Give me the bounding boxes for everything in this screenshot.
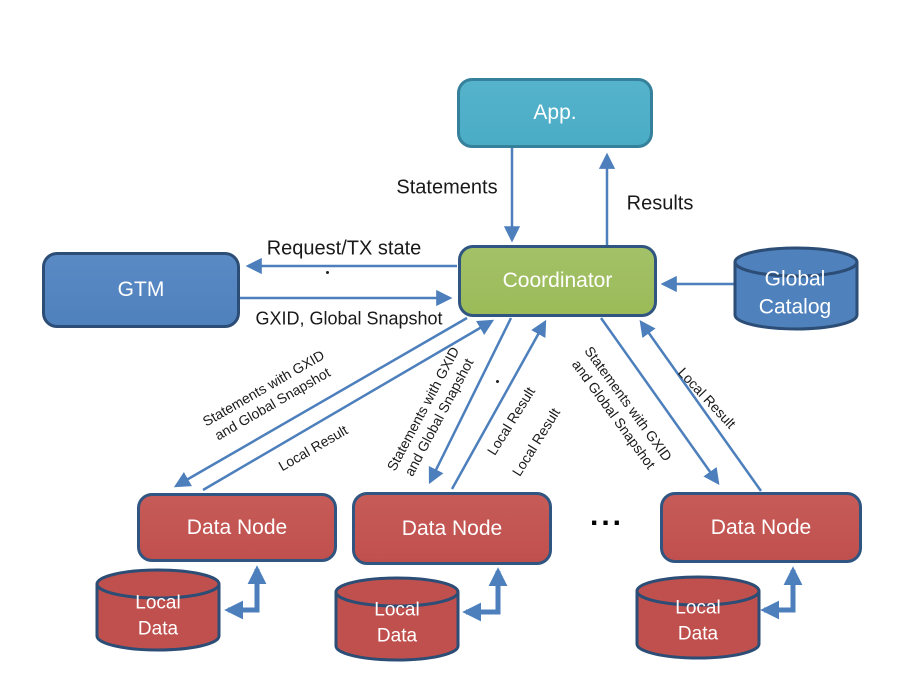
data-node-2-label: Data Node	[401, 516, 503, 540]
edge-label-results: Results	[626, 192, 694, 215]
local-data-line2: Data	[137, 618, 179, 639]
local-data-line2: Data	[677, 623, 719, 644]
arrow-local-result-node2	[450, 319, 547, 490]
node-data-node-3: Data Node	[660, 492, 862, 563]
local-data-1-label: Local Data	[135, 590, 180, 641]
local-data-line1: Local	[675, 597, 721, 619]
local-data-cylinder-1	[95, 568, 221, 652]
arrow-local-result-node3	[639, 320, 763, 492]
arrow-statements-node1	[173, 316, 468, 488]
node-gtm-label: GTM	[117, 278, 165, 301]
stray-dot-1	[326, 271, 329, 274]
arrow-node2-local-data	[462, 567, 508, 622]
data-node-3-label: Data Node	[710, 515, 812, 539]
node-data-node-2: Data Node	[352, 492, 552, 565]
edge-label-request-tx-state: Request/TX state	[266, 237, 422, 260]
arrow-node1-local-data	[224, 565, 267, 620]
global-catalog-line2: Catalog	[758, 296, 832, 319]
arrow-local-result-node1	[202, 319, 495, 492]
arrow-statements-node2	[428, 317, 513, 485]
local-data-cylinder-2	[334, 576, 460, 662]
edge-label-gxid-global-snapshot: GXID, Global Snapshot	[255, 308, 443, 329]
arrow-statements-node3	[599, 317, 720, 485]
global-catalog-cylinder	[733, 246, 859, 331]
node-gtm: GTM	[42, 252, 240, 328]
data-nodes-ellipsis: ...	[589, 499, 625, 532]
edge-label-statements: Statements	[396, 176, 498, 199]
data-node-1-label: Data Node	[186, 515, 288, 539]
local-data-line2: Data	[376, 625, 418, 646]
local-data-2-label: Local Data	[374, 597, 419, 648]
global-catalog-label: Global Catalog	[759, 266, 831, 323]
local-data-line1: Local	[135, 592, 181, 614]
node-coordinator-label: Coordinator	[502, 269, 613, 292]
local-data-line1: Local	[374, 599, 420, 621]
node-coordinator: Coordinator	[458, 245, 657, 317]
node-app: App.	[457, 78, 653, 148]
local-data-3-label: Local Data	[675, 595, 720, 646]
stray-dot-2	[496, 380, 499, 383]
node-data-node-1: Data Node	[137, 493, 337, 562]
global-catalog-line1: Global	[764, 267, 826, 291]
arrow-node3-local-data	[760, 566, 803, 620]
local-data-cylinder-3	[635, 575, 761, 660]
node-app-label: App.	[533, 101, 577, 124]
